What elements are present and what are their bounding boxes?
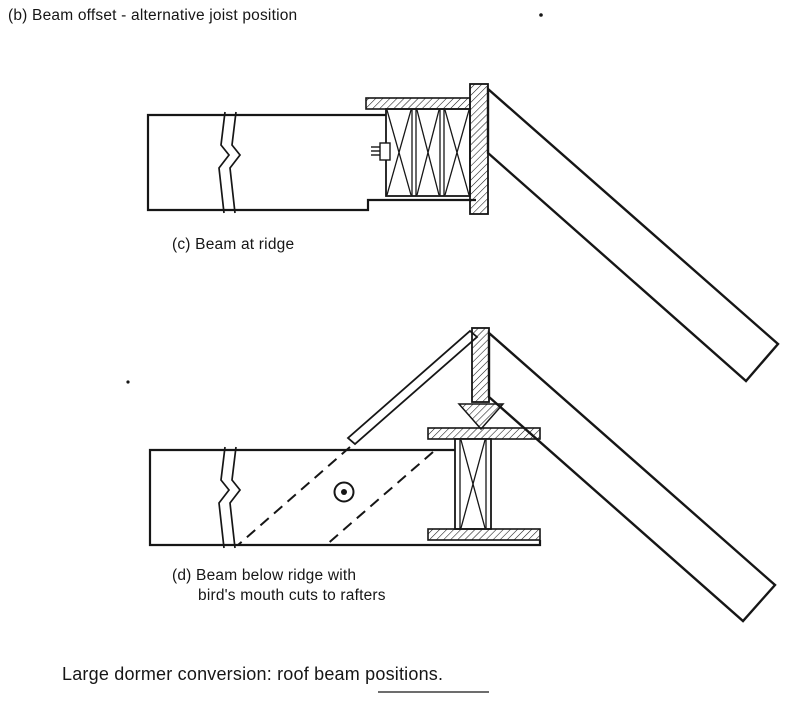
break-line (229, 446, 242, 549)
rafter-right-icon (487, 330, 777, 623)
ridge-gusset (457, 403, 505, 431)
rafter-icon (486, 86, 780, 383)
joist-beam-outline (146, 113, 476, 212)
joist-beam-outline (148, 448, 542, 547)
bolt-icon (371, 142, 391, 161)
scan-speck (539, 13, 543, 17)
label-beam-below-ridge: (d) Beam below ridge with bird's mouth c… (172, 566, 386, 606)
figure-caption: Large dormer conversion: roof beam posit… (62, 664, 444, 684)
label-beam-at-ridge: (c) Beam at ridge (172, 236, 295, 253)
label-beam-below-ridge-line1: (d) Beam below ridge with (172, 567, 357, 584)
birdsmouth-cut-line (324, 451, 434, 547)
top-plate (427, 427, 541, 440)
bolt-pivot-marker (333, 481, 355, 503)
cross-braced-web (454, 438, 492, 530)
bottom-plate (427, 528, 541, 541)
ridge-post (469, 83, 489, 215)
break-line (218, 446, 231, 549)
label-beam-offset: (b) Beam offset - alternative joist posi… (8, 7, 298, 24)
break-line (218, 111, 231, 214)
break-line (229, 111, 242, 214)
scan-speck (126, 380, 130, 384)
birdsmouth-cut-line (237, 446, 351, 546)
ridge-post (471, 327, 490, 403)
top-plate (365, 97, 471, 110)
label-beam-below-ridge-line2: bird's mouth cuts to rafters (198, 587, 386, 604)
cross-braced-web (385, 108, 471, 197)
diagram-beam-at-ridge (146, 83, 780, 383)
diagram-beam-below-ridge (148, 327, 777, 623)
rafter-left-icon (346, 329, 479, 446)
